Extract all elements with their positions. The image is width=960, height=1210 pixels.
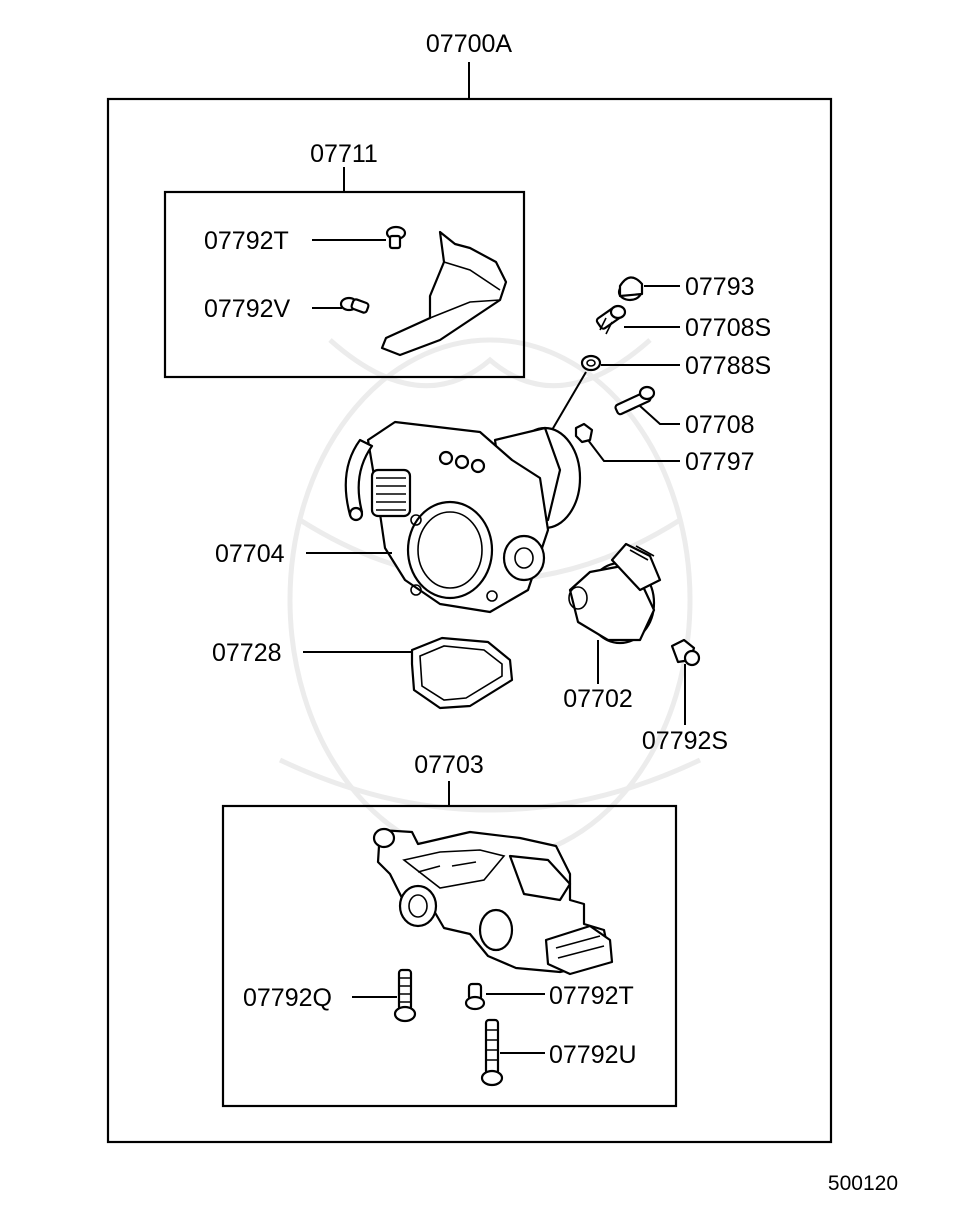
- leader-07788S-target: [551, 371, 587, 431]
- label-07704[interactable]: 07704: [215, 540, 285, 568]
- label-07792T-top[interactable]: 07792T: [204, 227, 289, 255]
- bracket-07711: [380, 230, 508, 357]
- label-07728[interactable]: 07728: [212, 639, 282, 667]
- label-07792T-bottom[interactable]: 07792T: [549, 982, 634, 1010]
- reference-code: 500120: [828, 1172, 898, 1195]
- leader-07797: [587, 439, 680, 462]
- screw-07708: [614, 385, 656, 416]
- label-07792V[interactable]: 07792V: [204, 295, 291, 323]
- label-07792S[interactable]: 07792S: [642, 727, 728, 755]
- screw-07708S: [595, 304, 627, 335]
- group-label-07703[interactable]: 07703: [414, 751, 484, 779]
- label-07788S[interactable]: 07788S: [685, 352, 771, 380]
- throttle-body-07704: [344, 420, 582, 614]
- label-07702[interactable]: 07702: [563, 685, 633, 713]
- label-07797[interactable]: 07797: [685, 448, 755, 476]
- label-07708[interactable]: 07708: [685, 411, 755, 439]
- screw-07792T-top: [385, 225, 407, 250]
- nut-07797: [574, 422, 594, 444]
- assembly-label[interactable]: 07700A: [426, 30, 513, 58]
- gasket-07728: [410, 636, 514, 710]
- screw-07792U: [480, 1018, 504, 1087]
- sensor-07702: [568, 542, 662, 645]
- leader-07708: [639, 405, 680, 425]
- screw-07792V: [339, 296, 370, 314]
- label-07793[interactable]: 07793: [685, 273, 755, 301]
- label-07792U[interactable]: 07792U: [549, 1041, 637, 1069]
- screw-07792S: [670, 638, 701, 667]
- return-spring: [370, 468, 412, 518]
- idle-valve-07703: [372, 827, 614, 976]
- oring-07788S: [580, 354, 602, 372]
- cap-07793: [617, 276, 644, 302]
- group-label-07711[interactable]: 07711: [310, 140, 378, 168]
- screw-07792Q: [393, 968, 417, 1023]
- label-07708S[interactable]: 07708S: [685, 314, 771, 342]
- screw-07792T-bottom: [464, 982, 486, 1011]
- label-07792Q[interactable]: 07792Q: [243, 984, 332, 1012]
